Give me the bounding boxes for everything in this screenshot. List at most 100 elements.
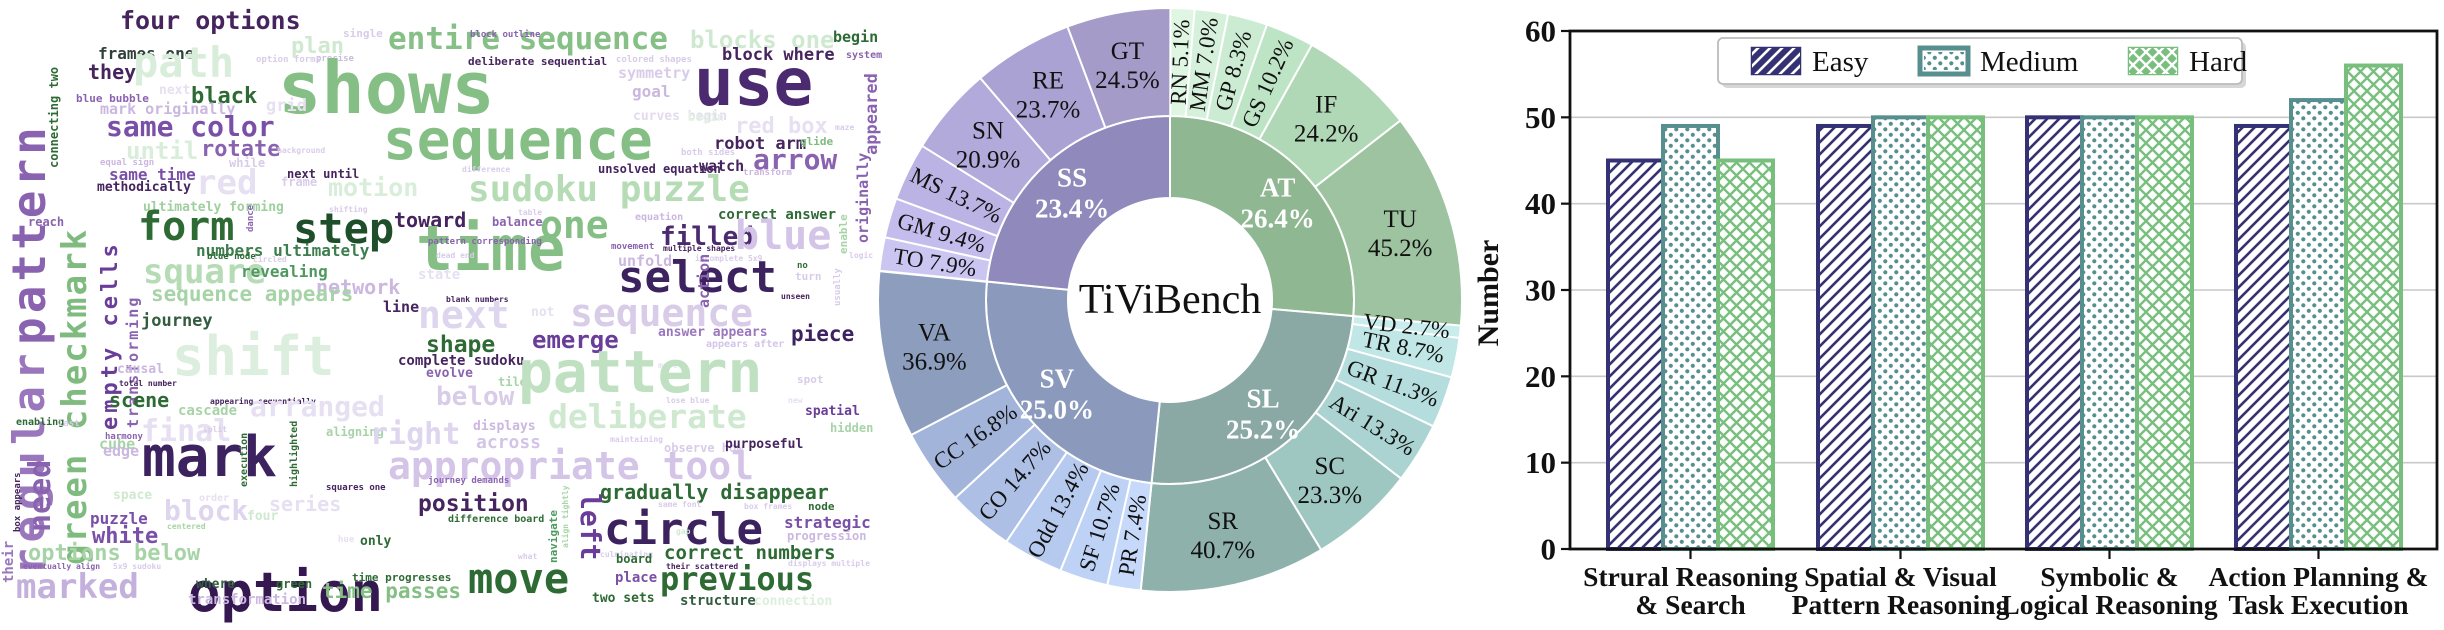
word: dance [246,204,256,232]
sunburst-label-pct: 23.3% [1297,482,1362,509]
y-axis-label: Number [1472,240,1505,347]
word: progression [787,529,867,543]
word: blank numbers [446,295,509,304]
word: lose blue [666,396,710,405]
word: next [418,293,510,337]
word: white [92,524,159,549]
sunburst-label: GT [1111,38,1144,65]
bar-Hard-2 [2137,117,2192,549]
word: same font [658,500,702,509]
x-category-label: Symbolic & [2040,561,2178,592]
word: dead end [436,251,475,260]
word: grid [266,96,307,116]
word: new [788,396,803,405]
x-category-label: Pattern Reasoning [1792,589,2010,620]
sunburst-label: SR [1207,508,1238,535]
word: green checkmark [55,227,95,565]
word: harmony [105,432,143,442]
word: colored shapes [616,55,692,65]
word: equal sign [100,158,155,168]
word: centered [167,522,206,531]
word: network [316,275,401,299]
word: step [293,204,395,253]
word: scene [109,388,170,412]
word: answer appears [658,325,768,340]
word: box appears [13,472,23,532]
word: next until [287,167,360,181]
word: plan [291,34,344,59]
word: spot [797,373,824,386]
word: they [88,60,137,84]
y-tick-label: 20 [1525,359,1556,394]
word: space [113,488,153,503]
word: correct answer [718,207,837,223]
legend-box [1717,37,2243,85]
bar-Medium-1 [1873,117,1928,549]
y-tick-label: 0 [1541,532,1557,567]
sunburst-label: SS [1057,163,1087,193]
word: red [196,163,258,203]
sunburst-label-pct: 26.4% [1241,203,1315,233]
word: series [269,492,342,516]
word: reach [28,215,65,229]
word: block where [722,45,835,65]
word: same color [106,110,275,143]
bar-Hard-3 [2346,65,2401,550]
word: journey [141,311,213,331]
word: blue node [207,252,256,262]
word: tile [498,375,527,389]
word: movement [611,242,655,252]
word: form [138,204,235,250]
word: transform [743,168,792,178]
word: shape [426,332,496,358]
word: only [360,534,392,549]
word: pattern corresponding [428,237,542,247]
word: appears after [706,339,785,350]
word: sequence [570,291,754,335]
word: their [1,540,17,583]
word: cube [99,435,136,453]
word: motion [328,173,419,202]
word: mark [142,425,277,490]
word: hue [338,535,355,545]
word: enabling [16,417,65,428]
word: sequence appears [151,282,354,306]
word: edge [103,442,140,460]
word: deliberate sequential [468,55,608,68]
word: methodically [97,180,191,195]
word: curves begin [633,109,727,124]
word: pattern [2,123,56,345]
word: 5x9 sudoku [113,562,162,571]
sunburst-label: RN 5.1% [1166,19,1195,106]
word: strategic [784,513,871,532]
word: red box [735,114,828,139]
word: last [58,419,80,429]
bar-Medium-2 [2082,117,2137,549]
word: spatial [805,404,860,419]
bar-Easy-0 [1608,160,1663,549]
word: blue bubble [76,92,149,105]
sunburst-label-pct: 36.9% [902,349,967,376]
word: appearing sequentially [210,397,316,406]
word: structure [680,593,756,609]
word: across [476,432,542,453]
sunburst-label-pct: 45.2% [1368,235,1433,262]
word: emerge [532,326,619,354]
word: culminating [600,550,653,559]
word: entire sequence [388,21,668,57]
x-category-label: Action Planning & [2208,561,2428,592]
x-category-label: Spatial & Visual [1804,561,1997,592]
word: four [247,509,279,524]
y-tick-label: 30 [1525,273,1556,308]
word: option forms [256,55,322,65]
word: system [846,50,883,61]
word: causal [117,362,164,377]
word: previous [660,560,815,598]
word: frame [281,175,318,189]
word: state [418,267,461,283]
word: turn [795,270,822,283]
word: execution [239,432,250,487]
word: select [618,252,777,303]
